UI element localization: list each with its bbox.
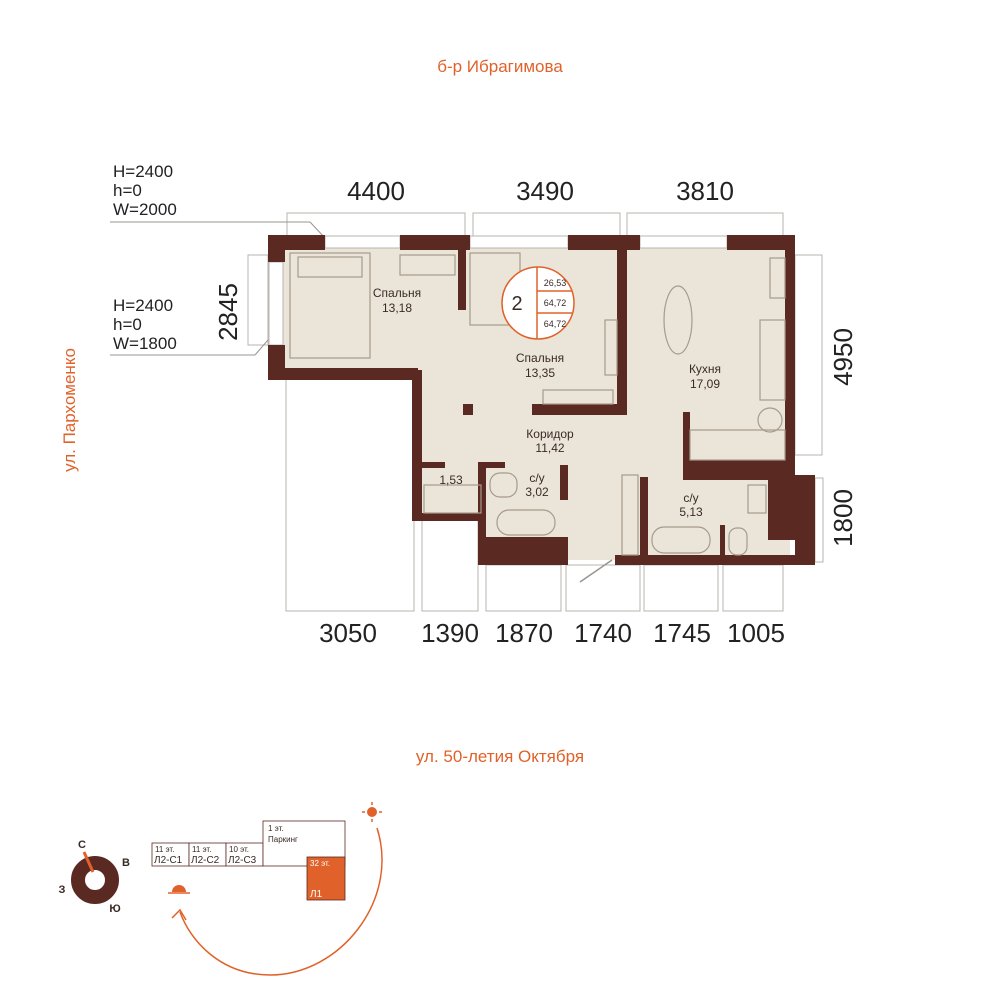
dim-top-2: 3490 xyxy=(516,176,574,206)
bathtub-icon xyxy=(651,526,711,554)
windows xyxy=(268,235,728,346)
svg-text:с/у: с/у xyxy=(529,471,544,485)
dim-bottom-6: 1005 xyxy=(727,618,785,648)
svg-text:11,42: 11,42 xyxy=(535,441,564,455)
svg-text:5,13: 5,13 xyxy=(679,505,703,519)
sun-path xyxy=(168,802,383,976)
sun-arc xyxy=(179,827,383,976)
svg-text:H=2400: H=2400 xyxy=(113,296,173,315)
building-2-name: Л2-С2 xyxy=(191,855,220,866)
dim-bottom-1: 3050 xyxy=(319,618,377,648)
room-bedroom-2: Спальня 13,35 xyxy=(516,351,564,380)
street-bottom: ул. 50-летия Октября xyxy=(416,747,584,766)
building-3-name: Л2-С3 xyxy=(228,855,257,866)
area-badge: 2 26,53 64,72 64,72 xyxy=(501,266,575,340)
dining-table-icon xyxy=(663,285,693,355)
building-1-name: Л2-С1 xyxy=(154,855,183,866)
living-area: 26,53 xyxy=(544,278,567,288)
total-area-2: 64,72 xyxy=(544,319,567,329)
svg-text:3,02: 3,02 xyxy=(525,485,549,499)
dim-bottom-4: 1740 xyxy=(574,618,632,648)
svg-text:13,35: 13,35 xyxy=(525,366,555,380)
svg-text:Коридор: Коридор xyxy=(526,427,574,441)
wardrobe-icon xyxy=(399,254,456,276)
total-area: 64,72 xyxy=(544,298,567,308)
svg-text:С: С xyxy=(78,839,86,851)
svg-text:h=0: h=0 xyxy=(113,181,142,200)
street-left: ул. Пархоменко xyxy=(60,348,79,472)
closet-shelves-icon xyxy=(423,484,482,514)
svg-text:17,09: 17,09 xyxy=(690,377,720,391)
shelf-icon xyxy=(604,319,618,376)
toilet-icon xyxy=(728,527,748,556)
svg-text:H=2400: H=2400 xyxy=(113,162,173,181)
svg-text:Спальня: Спальня xyxy=(373,286,421,300)
current-building-name: Л1 xyxy=(310,889,323,900)
site-plan: 11 эт. Л2-С1 11 эт. Л2-С2 10 эт. Л2-С3 1… xyxy=(151,820,346,901)
person-icon xyxy=(757,407,783,433)
parking-name: Паркинг xyxy=(268,835,298,844)
room-storage: 1,53 xyxy=(439,473,463,487)
shelf-icon xyxy=(621,474,639,556)
wardrobe-icon xyxy=(542,389,614,405)
dim-top-3: 3810 xyxy=(676,176,734,206)
sunset-icon xyxy=(172,885,186,892)
dim-top-1: 4400 xyxy=(347,176,405,206)
dim-right-2: 1800 xyxy=(828,489,858,547)
apartment-floor xyxy=(280,245,790,560)
room-bathroom-1: с/у 3,02 xyxy=(525,471,549,499)
toilet-icon xyxy=(489,472,518,498)
current-building-floors: 32 эт. xyxy=(310,859,330,868)
window-spec-1: H=2400 h=0 W=2000 xyxy=(113,162,177,219)
room-bedroom-1: Спальня 13,18 xyxy=(373,286,421,315)
dim-bottom-3: 1870 xyxy=(495,618,553,648)
dim-left-1: 2845 xyxy=(213,283,243,341)
parking-floors: 1 эт. xyxy=(268,824,284,833)
svg-text:З: З xyxy=(59,884,66,896)
room-corridor: Коридор 11,42 xyxy=(526,427,574,455)
window-spec-2: H=2400 h=0 W=1800 xyxy=(113,296,177,353)
dim-bottom-5: 1745 xyxy=(653,618,711,648)
building-2-floors: 11 эт. xyxy=(192,845,211,854)
svg-text:Спальня: Спальня xyxy=(516,351,564,365)
sink-icon xyxy=(747,484,767,514)
svg-text:W=2000: W=2000 xyxy=(113,200,177,219)
svg-text:Кухня: Кухня xyxy=(689,362,721,376)
dim-bottom-2: 1390 xyxy=(421,618,479,648)
compass: С В Ю З xyxy=(59,839,130,915)
room-bathroom-2: с/у 5,13 xyxy=(679,491,703,519)
bathtub-icon xyxy=(496,509,556,536)
building-1-floors: 11 эт. xyxy=(155,845,174,854)
svg-text:h=0: h=0 xyxy=(113,315,142,334)
counter-icon xyxy=(759,319,786,401)
room-count: 2 xyxy=(511,293,522,315)
arrow-icon xyxy=(171,908,187,921)
sunrise-icon xyxy=(367,807,377,817)
svg-text:W=1800: W=1800 xyxy=(113,334,177,353)
svg-text:Ю: Ю xyxy=(109,903,120,915)
dim-right-1: 4950 xyxy=(828,328,858,386)
radiator-icon xyxy=(769,257,786,299)
kitchen-counter-icon xyxy=(689,429,786,461)
svg-text:В: В xyxy=(122,857,130,869)
street-top: б-р Ибрагимова xyxy=(437,57,563,76)
room-kitchen: Кухня 17,09 xyxy=(689,362,721,391)
bed-icon xyxy=(289,252,371,359)
svg-text:с/у: с/у xyxy=(683,491,698,505)
building-3-floors: 10 эт. xyxy=(229,845,249,854)
svg-text:13,18: 13,18 xyxy=(382,301,412,315)
walls xyxy=(268,235,815,583)
